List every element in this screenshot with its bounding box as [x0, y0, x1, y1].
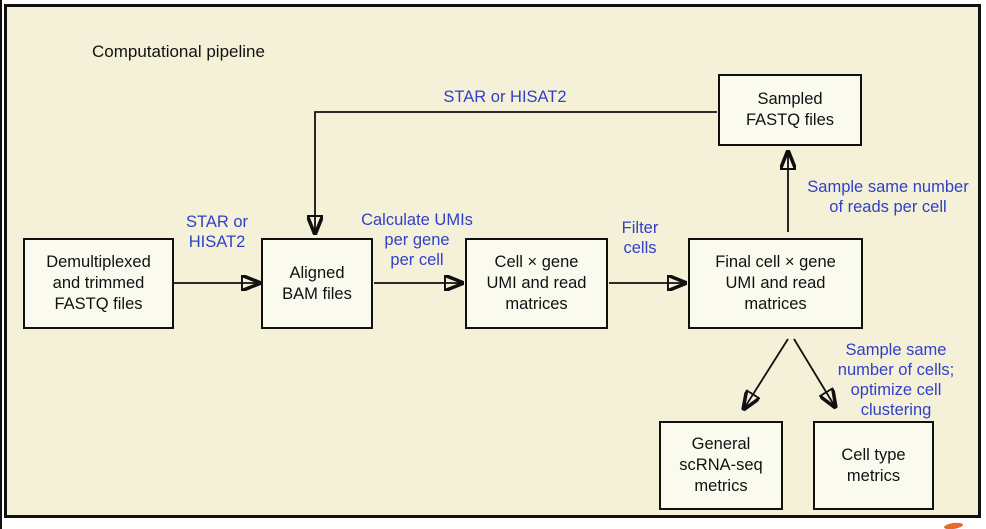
node-demultiplexed-fastq: Demultiplexed and trimmed FASTQ files — [23, 238, 174, 329]
node-label: Final cell × gene UMI and read matrices — [715, 253, 836, 313]
node-final-cell-gene-matrices: Final cell × gene UMI and read matrices — [688, 238, 863, 329]
edge-label-star-hisat2-left: STAR or HISAT2 — [185, 213, 249, 251]
node-aligned-bam: Aligned BAM files — [261, 238, 373, 329]
edge-label-filter-cells: Filter cells — [621, 219, 659, 257]
edge-label-star-hisat2-top: STAR or HISAT2 — [443, 88, 567, 106]
arrow-final-to-general — [745, 338, 789, 407]
node-label: Demultiplexed and trimmed FASTQ files — [46, 253, 151, 313]
left-edge-strip — [0, 0, 2, 529]
edge-label-sample-reads: Sample same number of reads per cell — [807, 178, 969, 216]
node-cell-gene-matrices: Cell × gene UMI and read matrices — [465, 238, 608, 329]
node-label: Cell × gene UMI and read matrices — [486, 253, 587, 313]
edge-label-calculate-umis: Calculate UMIs per gene per cell — [361, 211, 473, 269]
node-sampled-fastq: Sampled FASTQ files — [718, 74, 862, 146]
figure-title: Computational pipeline — [92, 42, 265, 61]
node-general-scrna-metrics: General scRNA-seq metrics — [659, 421, 783, 510]
arrow-sampled-to-aligned-elbow — [315, 111, 717, 231]
node-label: Sampled FASTQ files — [745, 90, 835, 129]
arrow-final-to-celltype — [793, 338, 834, 405]
node-label: General scRNA-seq metrics — [679, 435, 763, 495]
node-label: Cell type metrics — [841, 445, 906, 485]
edge-label-sample-cells: Sample same number of cells; optimize ce… — [837, 341, 955, 419]
node-label: Aligned BAM files — [282, 263, 352, 303]
node-cell-type-metrics: Cell type metrics — [813, 421, 934, 510]
